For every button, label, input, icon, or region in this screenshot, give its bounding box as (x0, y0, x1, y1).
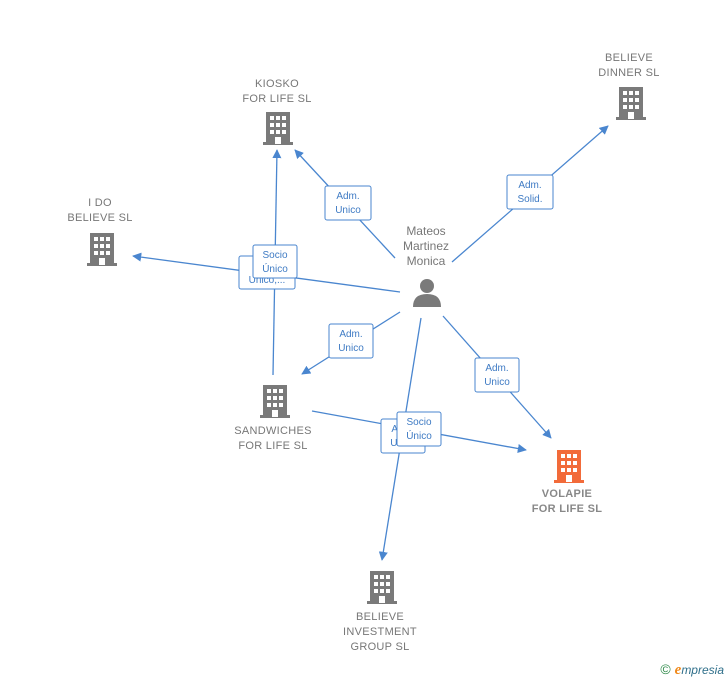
company-node-sandwiches[interactable]: SANDWICHES FOR LIFE SL (234, 385, 312, 452)
building-icon[interactable] (87, 233, 117, 266)
company-label-line[interactable]: I DO (88, 197, 112, 209)
edge-label-person-dinner[interactable]: Adm. Solid. (506, 174, 554, 210)
edge-label-person-volapie[interactable]: Adm. Unico (474, 357, 520, 393)
company-label-line[interactable]: BELIEVE (356, 611, 404, 623)
company-label-line[interactable]: GROUP SL (350, 641, 409, 653)
edge-label-text: Unico (484, 377, 510, 388)
company-node-kiosko[interactable]: KIOSKO FOR LIFE SL (242, 78, 311, 145)
company-label-line[interactable]: FOR LIFE SL (242, 93, 311, 105)
edge-label-text: Solid. (517, 194, 542, 205)
copyright-symbol: © (660, 661, 671, 677)
edge-label-text: Socio (406, 417, 431, 428)
building-icon[interactable] (260, 385, 290, 418)
brand-watermark: ©empresia (660, 661, 724, 679)
company-label-line[interactable]: INVESTMENT (343, 626, 417, 638)
building-icon[interactable] (367, 571, 397, 604)
person-body-icon[interactable] (413, 294, 441, 307)
edge-label-box[interactable] (324, 185, 372, 221)
company-label-line[interactable]: BELIEVE (605, 52, 653, 64)
edge-label-text: Socio (262, 250, 287, 261)
company-label-line[interactable]: SANDWICHES (234, 425, 312, 437)
person-label-line[interactable]: Martinez (403, 239, 449, 253)
edge-label-box[interactable] (506, 174, 554, 210)
company-label-line[interactable]: DINNER SL (598, 67, 659, 79)
edge-label-box[interactable] (396, 411, 442, 447)
edge-label-box[interactable] (474, 357, 520, 393)
company-node-believe-investment[interactable]: BELIEVE INVESTMENT GROUP SL (343, 571, 417, 653)
company-node-volapie[interactable]: VOLAPIE FOR LIFE SL (532, 450, 603, 515)
brand-initial: e (674, 662, 682, 678)
company-node-ido[interactable]: I DO BELIEVE SL (67, 197, 132, 266)
edge-label-text: Adm. (339, 329, 362, 340)
edge-label-text: Adm. (518, 180, 541, 191)
person-label-line[interactable]: Monica (407, 254, 446, 268)
person-label-line[interactable]: Mateos (406, 224, 445, 238)
edge-label-person-kiosko[interactable]: Adm. Unico (324, 185, 372, 221)
edge-label-text: Único (262, 262, 288, 275)
company-node-believe-dinner[interactable]: BELIEVE DINNER SL (598, 52, 659, 120)
building-icon[interactable] (554, 450, 584, 483)
building-icon[interactable] (616, 87, 646, 120)
edge-label-text: Único (406, 429, 432, 442)
edge-label-text: Unico (338, 343, 364, 354)
edge-label-text: Adm. (485, 363, 508, 374)
company-label-line[interactable]: KIOSKO (255, 78, 299, 90)
company-label-line[interactable]: FOR LIFE SL (532, 503, 603, 515)
edge-label-box[interactable] (252, 244, 298, 279)
edge-label-text: Unico (335, 205, 361, 216)
company-label-line[interactable]: VOLAPIE (542, 488, 592, 500)
building-icon[interactable] (263, 112, 293, 145)
brand-name: mpresia (681, 663, 724, 677)
edge-label-text: Unico,... (249, 275, 286, 286)
edge-label-text: Adm. (336, 191, 359, 202)
edge-label-box[interactable] (328, 323, 374, 359)
person-icon[interactable] (420, 279, 434, 293)
edge-label-person-sandwiches[interactable]: Adm. Unico (328, 323, 374, 359)
company-label-line[interactable]: FOR LIFE SL (238, 440, 307, 452)
company-label-line[interactable]: BELIEVE SL (67, 212, 132, 224)
